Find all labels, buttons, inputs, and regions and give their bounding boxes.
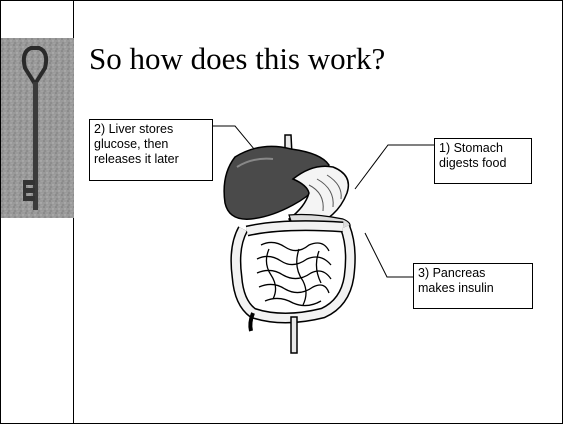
callout-pancreas: 3) Pancreas makes insulin [413, 263, 533, 309]
digestive-organs-illustration [213, 127, 363, 357]
callout-liver: 2) Liver stores glucose, then releases i… [89, 119, 213, 181]
callout-stomach: 1) Stomach digests food [434, 138, 532, 184]
